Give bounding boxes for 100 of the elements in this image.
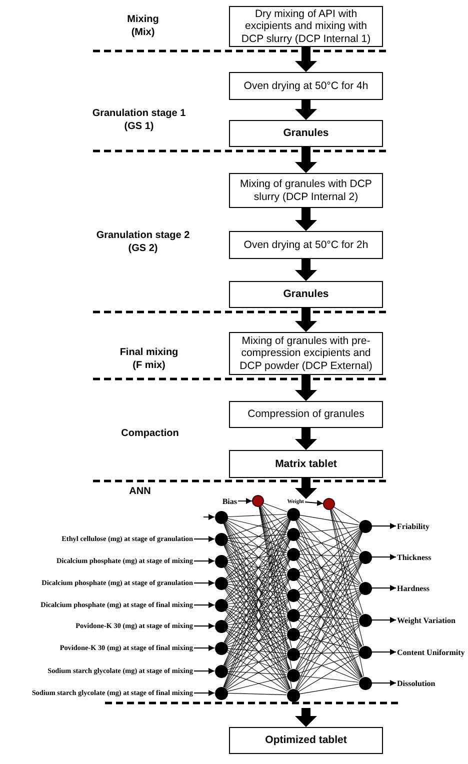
network-connection (226, 636, 288, 668)
arrow (194, 690, 215, 696)
output-label: Dissolution (396, 678, 436, 688)
network-connection (299, 684, 359, 694)
network-connection (227, 534, 287, 539)
bias-label: Bias (221, 496, 238, 506)
neuron (214, 620, 228, 632)
neuron (286, 528, 300, 540)
network-connection (297, 578, 361, 648)
network-connection (299, 652, 359, 654)
arrow (203, 514, 215, 520)
network-connection (227, 554, 287, 561)
stage-label: Mixing (Mix) (126, 13, 160, 39)
neuron (214, 510, 228, 524)
network-connection (297, 530, 361, 591)
result-box: Granules (229, 120, 383, 147)
stage-label: ANN (128, 485, 152, 498)
stage-label: Compaction (120, 427, 180, 440)
network-connection (226, 618, 288, 668)
neuron (214, 576, 228, 590)
network-connection (299, 620, 359, 634)
network-connection (227, 626, 287, 634)
network-connection (226, 536, 288, 559)
network-connection (296, 531, 362, 629)
arrow (295, 308, 317, 332)
result-box: Matrix tablet (229, 450, 383, 478)
network-connection (297, 561, 361, 630)
network-connection (226, 564, 288, 612)
network-connection (298, 596, 360, 618)
process-box: Mixing of granules with DCP slurry (DCP Internal 2) (229, 173, 383, 208)
network-connection (299, 558, 359, 573)
neuron (214, 664, 228, 678)
network-connection (296, 538, 362, 616)
neuron (214, 554, 228, 568)
network-connection (227, 514, 287, 517)
arrow (295, 478, 317, 499)
network-connection (227, 634, 287, 648)
network-connection (298, 624, 360, 672)
network-connection (299, 635, 359, 651)
network-connection (225, 522, 289, 590)
network-connection (227, 676, 287, 692)
output-label: Weight Variation (396, 614, 456, 626)
network-connection (226, 556, 288, 581)
network-connection (260, 506, 291, 590)
process-box: Compression of granules (229, 401, 383, 428)
network-connection (226, 586, 288, 631)
neuron (214, 686, 228, 700)
network-connection (298, 590, 360, 613)
network-connection (226, 608, 288, 651)
network-connection (226, 520, 288, 552)
network-connection (226, 638, 288, 690)
arrow (295, 428, 317, 450)
network-connection (226, 650, 288, 673)
network-connection (227, 606, 287, 614)
network-connection (299, 588, 359, 595)
network-connection (262, 504, 289, 530)
arrow (295, 259, 317, 281)
neuron (286, 508, 300, 520)
network-connection (225, 587, 289, 650)
stage-label: Final mixing (F mix) (118, 346, 180, 372)
output-label: Thickness (396, 552, 432, 562)
network-connection (299, 615, 359, 620)
result-box: Granules (229, 281, 383, 308)
network-connection (227, 574, 287, 582)
network-connection (227, 671, 287, 675)
network-connection (227, 584, 287, 594)
network-connection (297, 518, 361, 584)
neuron (286, 608, 300, 622)
network-connection (226, 557, 288, 602)
network-connection (225, 578, 289, 644)
arrow (295, 375, 317, 401)
network-connection (225, 518, 289, 579)
arrow (371, 617, 396, 623)
network-connection (225, 558, 289, 622)
network-connection (296, 593, 362, 690)
network-connection (330, 510, 364, 677)
network-connection (299, 554, 359, 557)
network-connection (226, 576, 288, 603)
network-connection (330, 509, 364, 614)
network-connection (225, 543, 289, 611)
bias-neuron (323, 498, 335, 510)
network-connection (263, 502, 288, 512)
output-label: Hardness (396, 582, 430, 594)
network-connection (225, 620, 289, 688)
neuron (358, 520, 372, 532)
neuron (286, 648, 300, 660)
network-connection (227, 655, 287, 670)
network-connection (297, 619, 361, 679)
neuron (358, 582, 372, 594)
network-connection (227, 596, 287, 604)
neuron (286, 628, 300, 640)
network-connection (298, 577, 360, 617)
network-connection (298, 637, 360, 680)
network-connection (226, 651, 288, 692)
arrow (238, 498, 252, 504)
output-label: Content Uniformity (396, 646, 466, 658)
network-connection (298, 618, 360, 650)
neuron (358, 676, 372, 690)
arrow (371, 680, 396, 686)
network-connection (298, 556, 360, 586)
